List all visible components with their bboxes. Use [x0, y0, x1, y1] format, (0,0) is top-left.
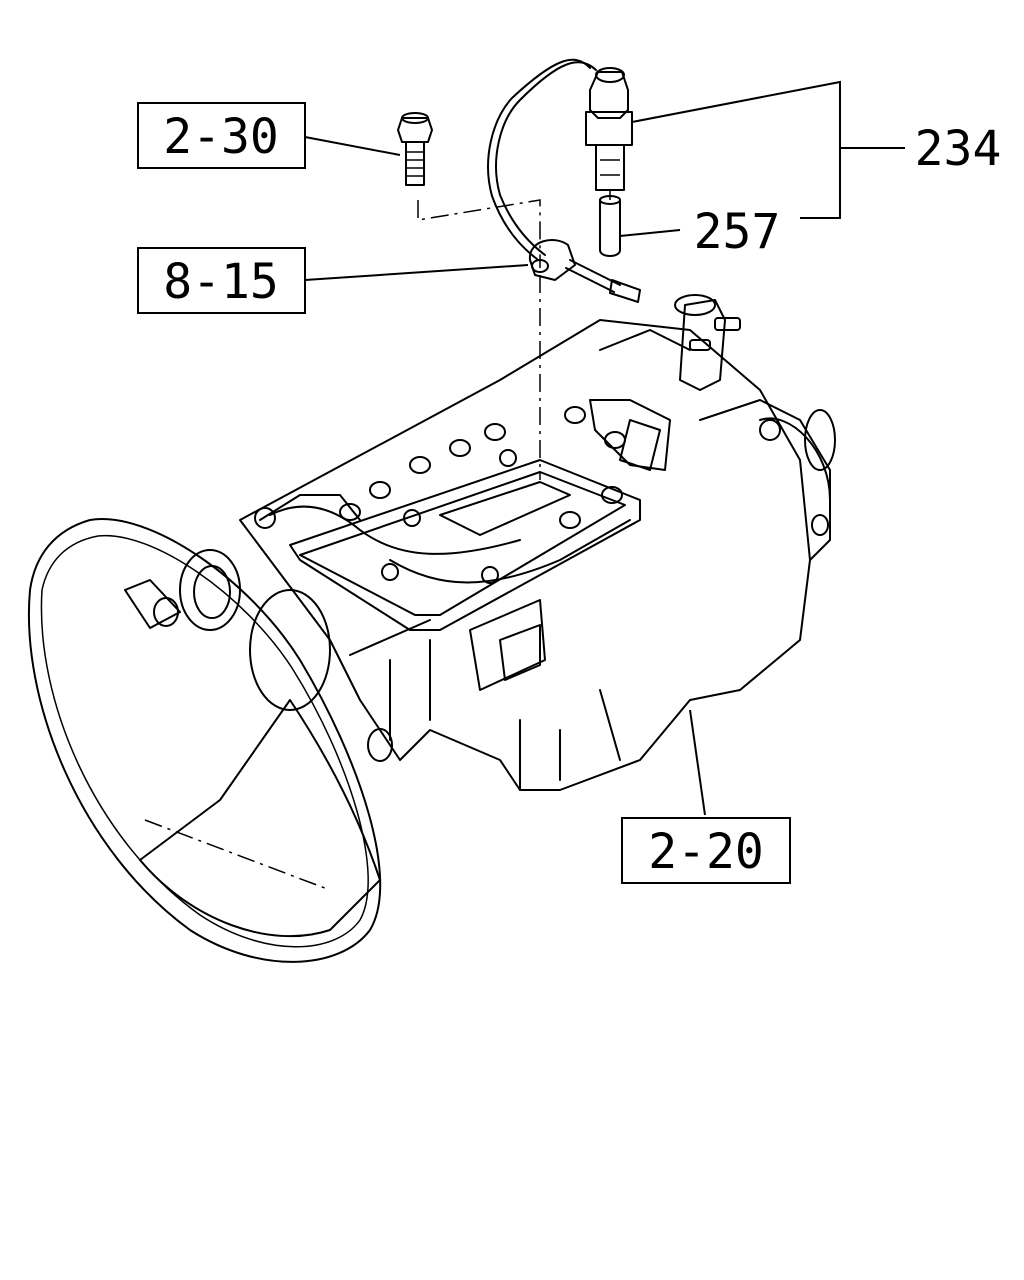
- harness-clip: [528, 239, 641, 303]
- leader-lines: [304, 80, 905, 816]
- part-number-234: 234: [915, 121, 1002, 177]
- callout-transmission: 2-20: [621, 817, 791, 884]
- callout-transmission-text: 2-20: [648, 824, 764, 880]
- callout-bolt: 2-30: [137, 102, 306, 169]
- callout-clip: 8-15: [137, 247, 306, 314]
- bolt-part: [397, 112, 433, 186]
- part-number-257: 257: [694, 204, 781, 260]
- callout-bolt-text: 2-30: [163, 109, 279, 165]
- assembly-lines: [417, 190, 611, 480]
- switch-assembly: [487, 58, 633, 260]
- sleeve-part: [599, 195, 621, 257]
- callout-clip-text: 8-15: [163, 254, 279, 310]
- transmission-assembly: [28, 294, 836, 963]
